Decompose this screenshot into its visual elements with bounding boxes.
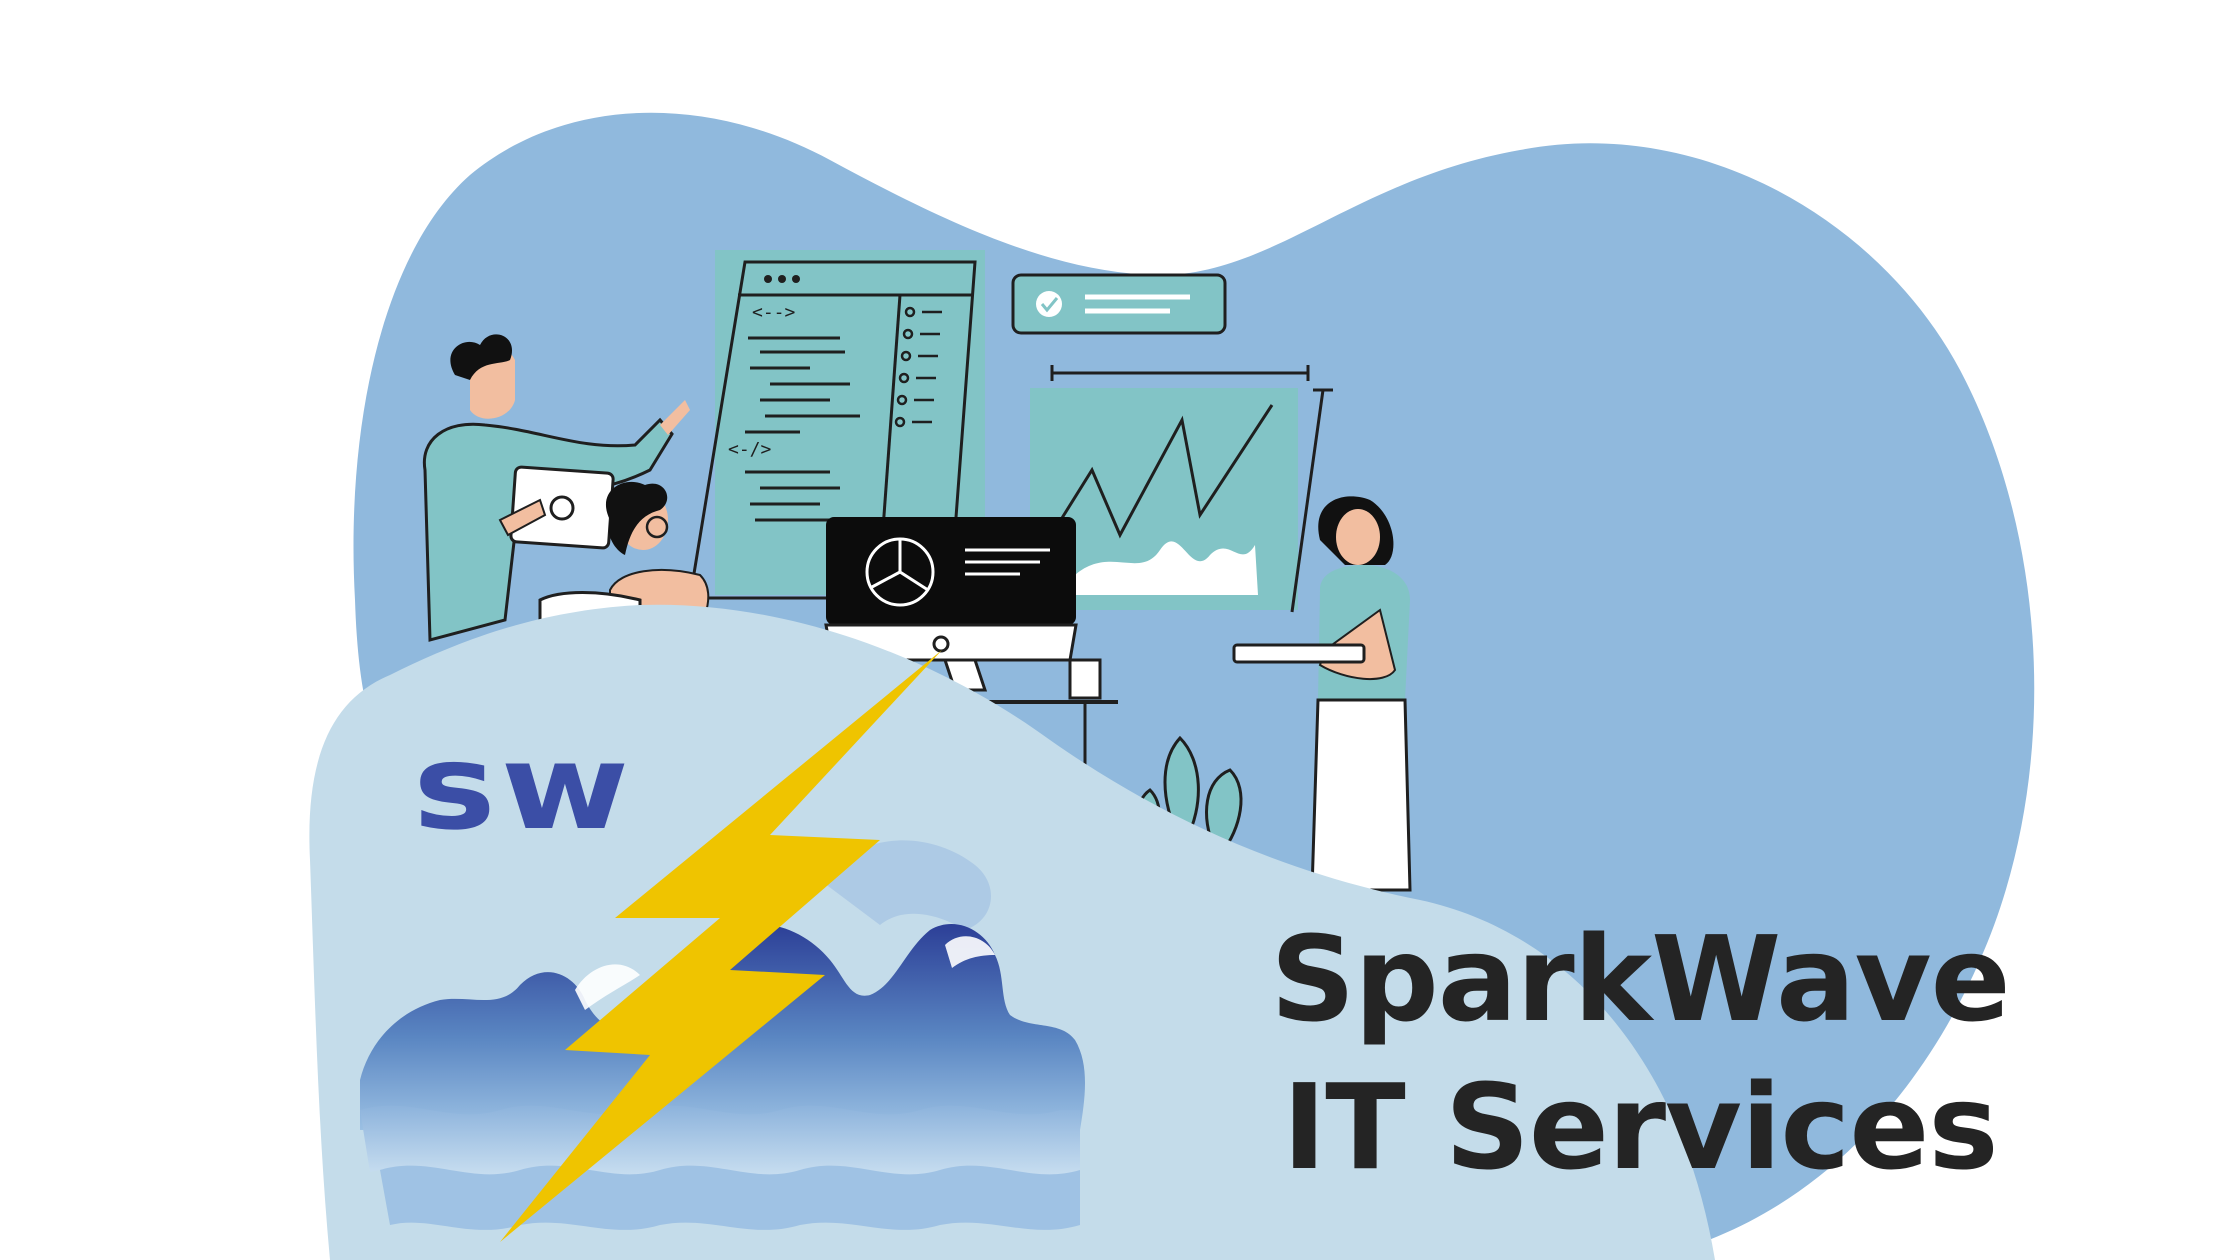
- lightning-bolt-icon: [500, 650, 942, 1242]
- page-title: SparkWave IT Services: [1190, 905, 2090, 1201]
- brand-logo: sw: [413, 718, 634, 856]
- woman-illustration: [1232, 496, 1412, 892]
- code-tag-open: <-->: [752, 302, 796, 323]
- man-with-tablet-illustration: [422, 334, 690, 642]
- title-line-1: SparkWave: [1270, 910, 2010, 1048]
- code-tag-close: <-/>: [728, 439, 772, 460]
- notification-card-illustration: [1011, 273, 1227, 335]
- title-line-2: IT Services: [1282, 1058, 1998, 1196]
